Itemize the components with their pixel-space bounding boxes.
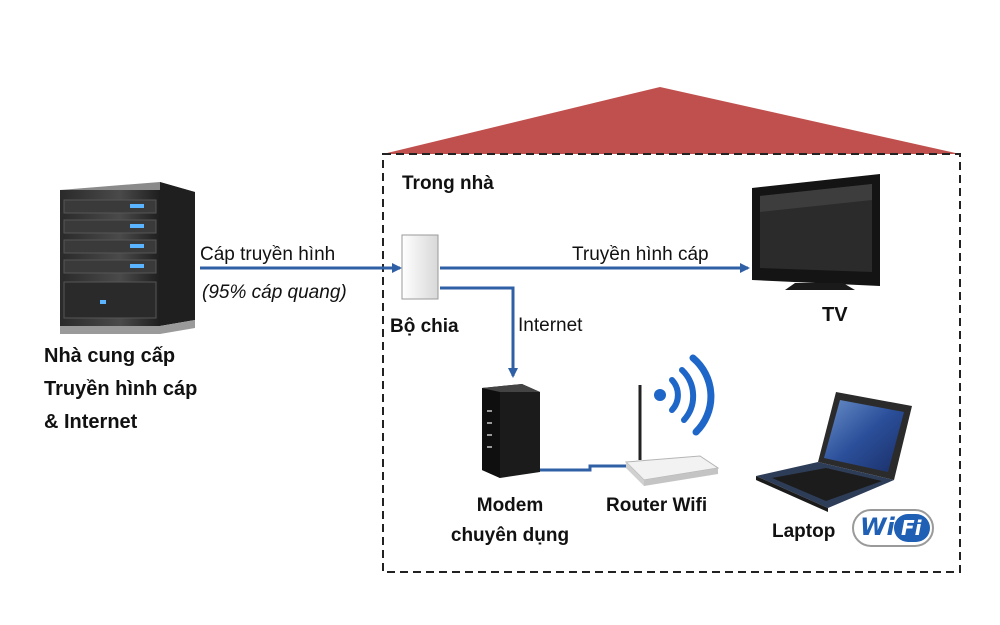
house-outline <box>382 153 961 573</box>
modem-router-link <box>540 464 628 472</box>
modem-label-line: chuyên dụng <box>450 525 570 546</box>
server-icon <box>60 182 195 334</box>
house-roof <box>383 87 960 154</box>
provider-label-line: Truyền hình cáp <box>44 378 198 400</box>
splitter-label: Bộ chia <box>390 316 459 337</box>
splitter-box <box>401 234 439 300</box>
modem-label: Modem chuyên dụng <box>440 491 580 551</box>
cable-label: Cáp truyền hình <box>200 244 336 265</box>
tv-link-label: Truyền hình cáp <box>572 244 709 265</box>
modem-label-line: Modem <box>476 495 544 516</box>
wifi-waves-icon <box>654 354 715 436</box>
router-label: Router Wifi <box>606 495 708 516</box>
wifi-logo-fi: Fi <box>901 516 922 540</box>
cable-note: (95% cáp quang) <box>202 282 347 303</box>
tv-label: TV <box>822 304 848 326</box>
provider-label-line: Nhà cung cấp <box>44 345 176 367</box>
modem-icon <box>482 384 540 478</box>
provider-label: Nhà cung cấp Truyền hình cáp & Internet <box>44 340 197 439</box>
house-inside-label: Trong nhà <box>402 173 494 194</box>
wifi-logo: Wi Fi <box>852 508 934 548</box>
router-icon <box>624 385 720 486</box>
wifi-logo-wi: Wi <box>860 513 895 541</box>
internet-label: Internet <box>518 315 583 336</box>
internet-arrow <box>440 286 518 378</box>
tv-icon <box>752 174 880 290</box>
provider-label-line: & Internet <box>44 411 138 433</box>
laptop-icon <box>756 392 912 512</box>
laptop-label: Laptop <box>772 521 836 542</box>
